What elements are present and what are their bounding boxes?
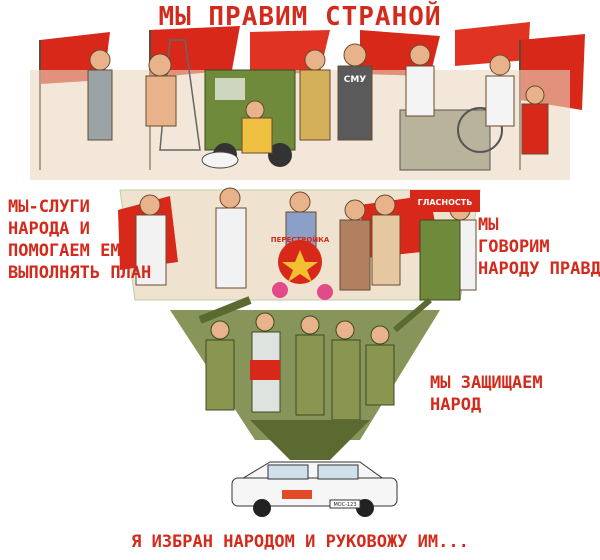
right-caption-line: ГОВОРИМ: [478, 237, 550, 257]
poster-title: МЫ ПРАВИМ СТРАНОЙ: [158, 2, 442, 32]
right-caption-line: НАРОДУ ПРАВДУ: [478, 259, 600, 279]
camera-label: ГЛАСНОСТЬ: [418, 198, 473, 207]
ribbon-label: ПЕРЕСТРОЙКА: [271, 235, 330, 244]
bottom-caption: Я ИЗБРАН НАРОДОМ И РУКОВОЖУ ИМ...: [131, 532, 469, 552]
right-caption-line: МЫ ЗАЩИЩАЕМ: [430, 373, 543, 393]
middle-tier-officials: [118, 187, 481, 301]
jacket-label: СМУ: [344, 75, 367, 85]
right-caption-top: МЫ ГОВОРИМ НАРОДУ ПРАВДУ: [478, 214, 600, 280]
left-caption-line: ВЫПОЛНЯТЬ ПЛАН: [8, 263, 152, 283]
limousine: [231, 461, 398, 517]
military-tier: [170, 296, 440, 460]
left-caption-line: ПОМОГАЕМ ЕМУ: [8, 241, 131, 261]
left-caption: МЫ-СЛУГИ НАРОДА И ПОМОГАЕМ ЕМУ ВЫПОЛНЯТЬ…: [8, 196, 151, 284]
right-caption-line: МЫ: [478, 215, 499, 235]
top-tier-workers: [30, 39, 570, 180]
license-plate: МОС-123: [333, 502, 356, 508]
left-caption-line: НАРОДА И: [8, 219, 90, 239]
right-caption-line: НАРОД: [430, 395, 482, 415]
left-caption-line: МЫ-СЛУГИ: [8, 197, 90, 217]
right-caption-mid: МЫ ЗАЩИЩАЕМ НАРОД: [430, 372, 543, 416]
